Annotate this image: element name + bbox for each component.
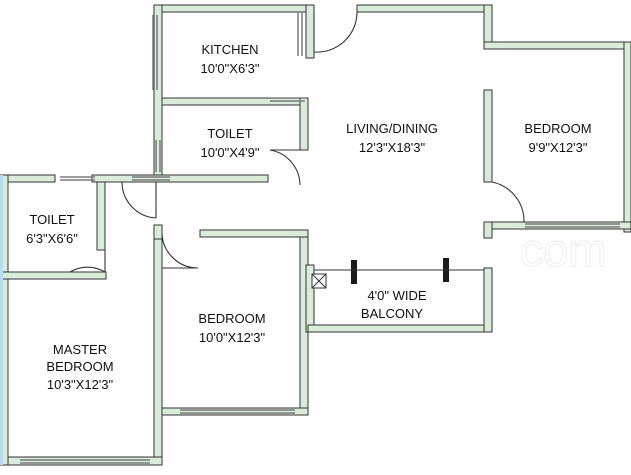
duct-symbol <box>311 273 327 289</box>
room-toilet-left: TOILET 6'3"X6'6" <box>26 212 78 246</box>
wall-segment <box>483 4 493 46</box>
room-toilet-center-name: TOILET <box>207 126 252 141</box>
room-toilet-center: TOILET 10'0"X4'9" <box>200 126 259 160</box>
room-bedroom-center-name: BEDROOM <box>198 311 265 326</box>
wall-segment <box>356 4 492 13</box>
room-kitchen-size: 10'0"X6'3" <box>200 61 259 76</box>
balcony-columns <box>314 258 484 284</box>
room-master-bedroom: MASTER BEDROOM 10'3"X12'3" <box>46 342 113 392</box>
wall-segment <box>483 221 493 239</box>
room-bedroom-center: BEDROOM 10'0"X12'3" <box>198 311 265 345</box>
column-post <box>351 260 357 284</box>
window-strip <box>0 175 3 465</box>
wall-segment <box>91 174 269 183</box>
watermark-text: com <box>520 224 607 276</box>
wall-segment <box>483 267 493 333</box>
wall-segment <box>0 271 107 280</box>
wall-segment <box>483 89 493 183</box>
room-master-name: MASTER <box>53 342 107 357</box>
wall-segment <box>305 4 315 59</box>
room-balcony-name: BALCONY <box>361 306 423 321</box>
wall-segment <box>161 407 309 416</box>
room-living-name: LIVING/DINING <box>346 121 438 136</box>
walls <box>0 4 631 466</box>
door-swing <box>491 181 525 223</box>
room-balcony: 4'0" WIDE BALCONY <box>361 288 427 321</box>
wall-segment <box>153 4 315 13</box>
room-bedroom-center-size: 10'0"X12'3" <box>199 330 266 345</box>
room-living-dining: LIVING/DINING 12'3"X18'3" <box>346 121 438 155</box>
room-bedroom-right-size: 9'9"X12'3" <box>528 140 587 155</box>
windows <box>0 12 620 465</box>
wall-segment <box>299 97 309 151</box>
wall-segment <box>0 174 9 466</box>
wall-segment <box>96 181 106 251</box>
room-toilet-center-size: 10'0"X4'9" <box>200 145 259 160</box>
door-swing <box>69 250 106 273</box>
room-kitchen: KITCHEN 10'0"X6'3" <box>200 42 259 76</box>
room-balcony-width: 4'0" WIDE <box>367 288 426 303</box>
wall-segment <box>0 174 56 183</box>
room-toilet-left-size: 6'3"X6'6" <box>26 231 78 246</box>
room-toilet-left-name: TOILET <box>29 212 74 227</box>
door-swing <box>161 232 199 269</box>
door-swing <box>121 181 157 219</box>
wall-segment <box>307 324 491 333</box>
room-living-size: 12'3"X18'3" <box>359 140 426 155</box>
wall-segment <box>153 224 163 240</box>
door-swing <box>313 11 358 53</box>
wall-segment <box>483 221 631 230</box>
room-kitchen-name: KITCHEN <box>201 42 258 57</box>
wall-segment <box>7 456 163 466</box>
doors <box>69 11 525 273</box>
room-bedroom-right: BEDROOM 9'9"X12'3" <box>524 121 591 155</box>
wall-segment <box>623 41 631 233</box>
wall-segment <box>483 41 631 50</box>
wall-segment <box>199 229 309 238</box>
door-swing <box>269 149 306 186</box>
room-bedroom-right-name: BEDROOM <box>524 121 591 136</box>
wall-segment <box>153 4 163 178</box>
room-master-name-line2: BEDROOM <box>46 359 113 374</box>
room-master-size: 10'3"X12'3" <box>47 377 114 392</box>
wall-segment <box>153 224 163 466</box>
